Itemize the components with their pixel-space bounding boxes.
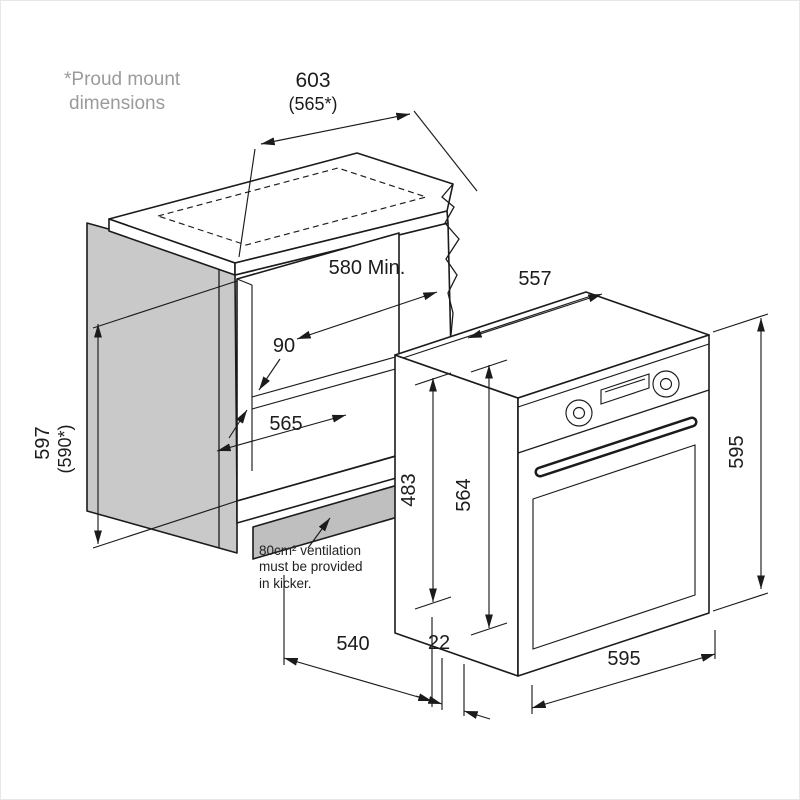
ext-603-left [238,148,256,258]
dim-557-label: 557 [518,268,551,290]
labels: *Proud mount dimensions 603 (565*) 580 M… [32,69,748,670]
ext-564-bottom [470,622,508,636]
ext-595r-top [712,313,769,333]
dim-line-22-right [463,710,491,720]
dim-565-label: 565 [269,413,302,435]
ext-603-right [413,110,478,192]
ext-595r-bottom [712,592,769,612]
dim-line-565 [216,414,347,452]
cavity-rear-recess-edge-1 [251,355,400,398]
oven-knob-right [652,370,680,398]
dim-line-580 [296,291,438,340]
dimension-lines [92,110,769,720]
dim-line-22-left [415,695,443,705]
oven-front-lip-edge [517,343,710,408]
proud-mount-note-line2: dimensions [69,93,165,114]
dim-line-603 [260,112,411,146]
control-panel-bottom-edge [517,389,710,454]
oven-door-inset [532,444,696,650]
cavity-rear-recess-edge-2 [251,367,400,410]
leader-ventilation [307,517,331,549]
ext-483-bottom [414,596,452,610]
oven-front-face [517,334,710,677]
dim-603-label: 603 [295,69,330,92]
oven-side-face [394,354,519,677]
cabinet-side-panel [86,222,238,554]
dim-540-label: 540 [336,633,369,655]
ext-597-bottom [92,500,238,549]
dim-597-label: 597 [32,426,54,459]
oven-display [600,373,650,405]
ventilation-note-line2: must be provided [259,559,363,574]
dim-595-right-label: 595 [726,435,748,468]
dim-483-label: 483 [398,473,420,506]
oven-knob-left-center [572,406,586,420]
oven-display-line [604,378,646,393]
countertop-edge-front [234,210,449,276]
dim-90-label: 90 [273,335,295,357]
dim-603-alt-label: (565*) [288,94,337,114]
dim-22-label: 22 [428,632,450,654]
ventilation-note-line3: in kicker. [259,576,312,591]
proud-mount-note-line1: *Proud mount [64,69,181,90]
break-line [441,183,460,336]
dim-line-595-bottom [531,653,716,709]
oven-drawing [394,291,710,677]
cutout-hidden-outline [155,167,429,246]
dim-595-bottom-label: 595 [607,648,640,670]
oven-knob-left [565,399,593,427]
dim-597-alt-label: (590*) [55,424,75,473]
oven-door-handle-highlight [537,419,695,475]
dim-564-label: 564 [453,478,475,511]
leader-90-upper [258,358,281,391]
ventilation-note-line1: 80cm² ventilation [259,543,361,558]
ext-597-top [92,280,238,329]
dim-580-label: 580 Min. [329,257,406,279]
dim-line-557 [467,293,603,339]
cavity-side-wall-top-edge [236,278,253,286]
dim-line-540 [283,657,433,702]
oven-knob-right-center [659,377,673,391]
